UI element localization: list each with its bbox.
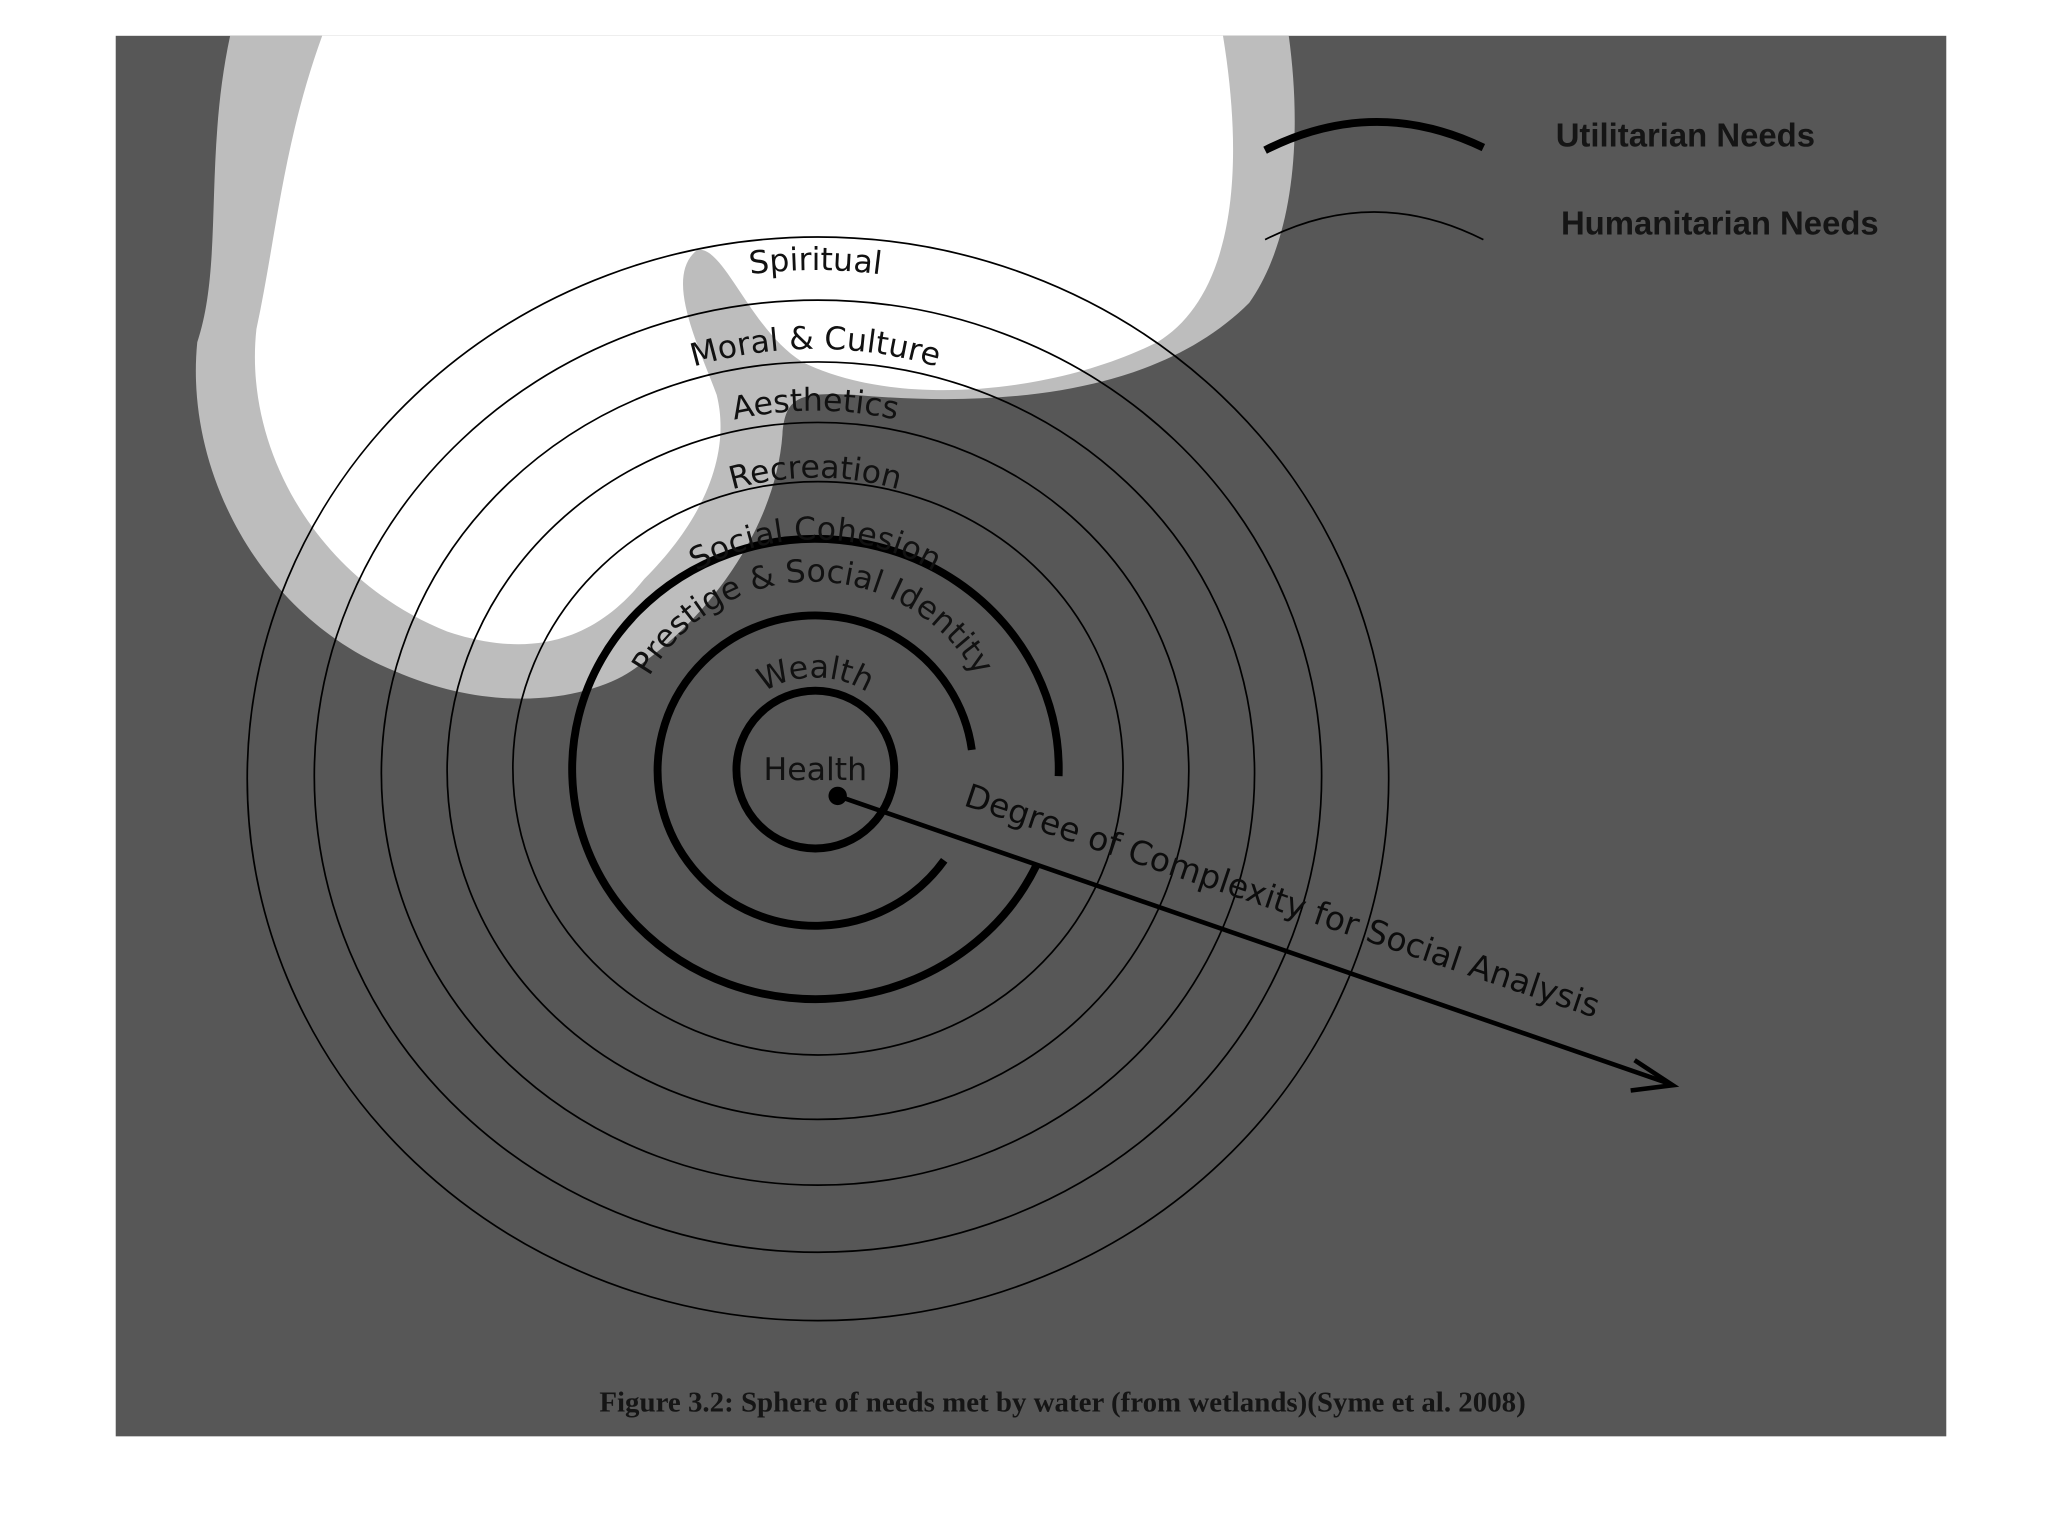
figure-caption: Figure 3.2: Sphere of needs met by water…	[599, 1386, 1525, 1418]
legend-utilitarian-label: Utilitarian Needs	[1556, 116, 1815, 153]
ring-wealth	[653, 611, 976, 930]
ring-aesthetics	[380, 361, 1256, 1187]
legend-humanitarian-line	[1264, 211, 1484, 241]
ring-prestige-social-identity	[568, 534, 1063, 1004]
legend-humanitarian-label: Humanitarian Needs	[1561, 204, 1879, 241]
complexity-arrow	[836, 793, 1671, 1087]
ring-social-cohesion	[512, 480, 1124, 1056]
arrowhead-icon	[1630, 1058, 1680, 1093]
ring-recreation	[446, 421, 1190, 1121]
label-health: Health	[764, 752, 868, 788]
ring-moral-culture	[313, 299, 1323, 1254]
ring-spiritual	[246, 236, 1390, 1322]
ring-health	[732, 686, 899, 853]
label-spiritual: Spiritual	[747, 242, 884, 282]
legend-utilitarian-line	[1263, 117, 1486, 154]
